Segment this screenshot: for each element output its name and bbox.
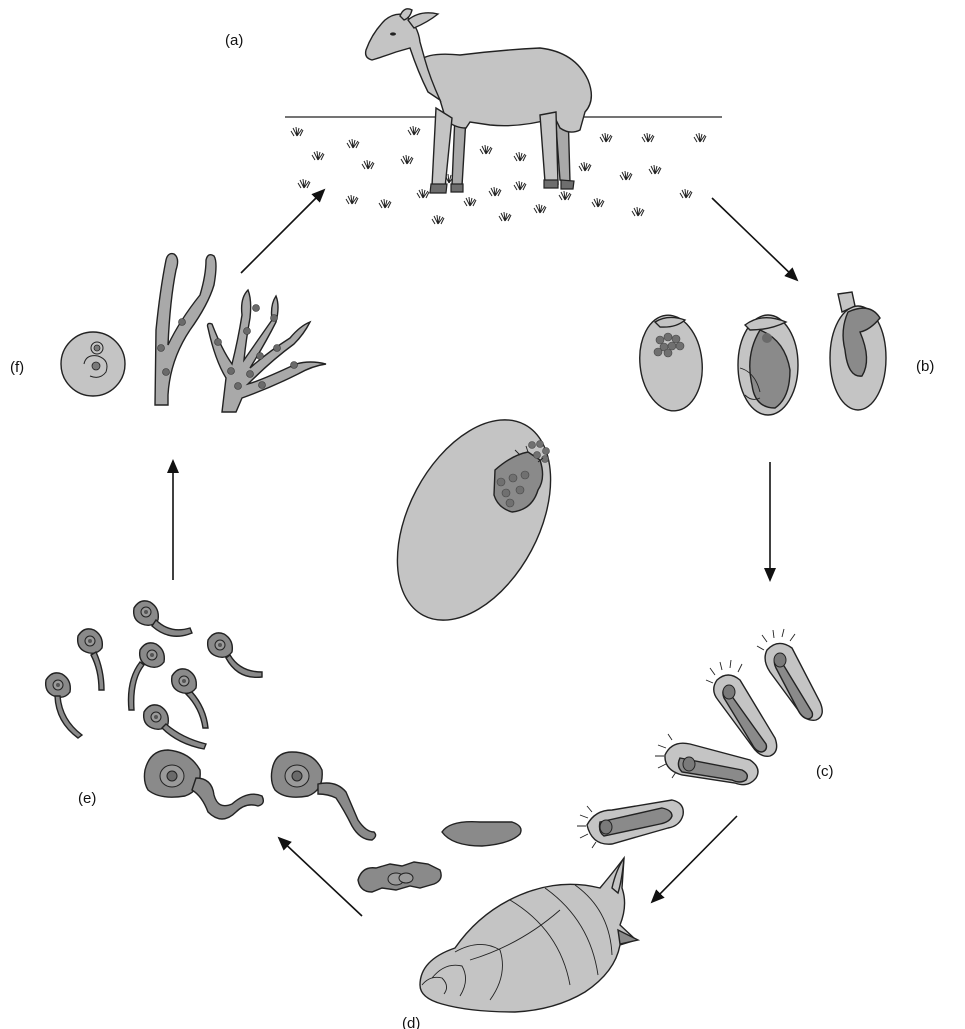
cercaria-small <box>144 705 206 749</box>
cercaria-small <box>78 629 104 690</box>
egg-3 <box>830 292 886 410</box>
label-a: (a) <box>225 32 243 49</box>
sporocyst <box>442 822 521 846</box>
plant-branch <box>208 290 327 412</box>
stage-c-miracidia: (c) <box>577 629 834 848</box>
cercaria-large-1 <box>144 750 263 819</box>
hatching-egg <box>366 394 582 646</box>
egg-2 <box>738 315 798 415</box>
egg-1 <box>635 312 707 414</box>
label-b: (b) <box>916 358 934 375</box>
miracidium-2 <box>655 734 758 785</box>
cercariae-small-group <box>46 601 262 749</box>
label-e: (e) <box>78 790 96 807</box>
cercaria-small <box>172 669 208 728</box>
miracidium-4 <box>757 629 822 720</box>
cercaria-large-2 <box>271 752 375 840</box>
grass-tufts <box>291 126 706 224</box>
miracidium-3 <box>706 660 777 756</box>
label-d: (d) <box>402 1015 420 1029</box>
stage-b-eggs: (b) <box>635 292 934 415</box>
arrow-a-to-b <box>712 198 797 280</box>
label-f: (f) <box>10 359 24 376</box>
arrow-d-to-e <box>279 838 362 916</box>
redia <box>358 862 441 892</box>
stage-a-sheep-pasture: (a) <box>225 9 722 224</box>
miracidium-1 <box>577 800 683 848</box>
sheep-icon <box>366 9 592 193</box>
cercaria-small <box>134 601 192 636</box>
stage-f-metacercariae: (f) <box>10 254 326 412</box>
arrow-f-to-a <box>241 190 324 273</box>
cercaria-small <box>128 643 164 710</box>
snail-icon <box>420 858 638 1012</box>
cercaria-small <box>46 673 82 738</box>
grass-stems <box>155 254 216 405</box>
stage-d-snail: (d) <box>358 822 638 1029</box>
stage-e-cercariae: (e) <box>46 601 376 840</box>
label-c: (c) <box>816 763 834 780</box>
cercaria-small <box>208 633 262 678</box>
metacercaria-cyst <box>61 332 125 396</box>
